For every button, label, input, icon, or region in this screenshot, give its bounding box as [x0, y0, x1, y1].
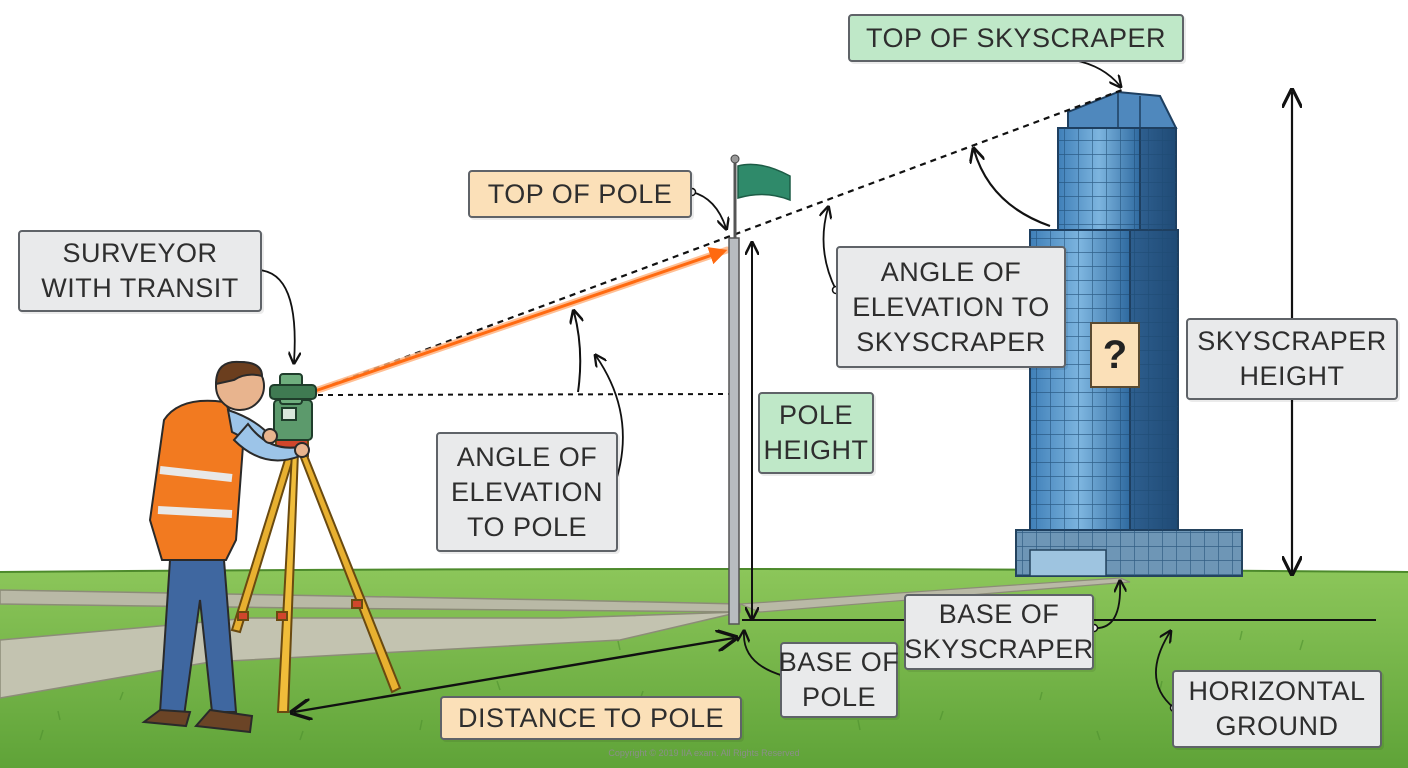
angle-arc-pole — [574, 312, 580, 393]
label-skyscraper-height: SKYSCRAPER HEIGHT — [1186, 318, 1398, 400]
label-top-of-pole: TOP OF POLE — [468, 170, 692, 218]
question-mark-badge: ? — [1090, 322, 1140, 388]
sight-line-pole — [311, 247, 728, 394]
label-angle-elevation-pole: ANGLE OF ELEVATION TO POLE — [436, 432, 618, 552]
surveyor-figure — [141, 360, 310, 734]
label-distance-to-pole: DISTANCE TO POLE — [440, 696, 742, 740]
label-pole-height: POLE HEIGHT — [758, 392, 874, 474]
sight-line-skyscraper — [311, 88, 1123, 394]
label-top-of-skyscraper: TOP OF SKYSCRAPER — [848, 14, 1184, 62]
label-horizontal-ground: HORIZONTAL GROUND — [1172, 670, 1382, 748]
label-angle-elevation-skyscraper: ANGLE OF ELEVATION TO SKYSCRAPER — [836, 246, 1066, 368]
horizontal-sight-line — [317, 393, 731, 396]
flag — [737, 163, 791, 202]
distance-arrow — [294, 638, 734, 712]
transit-instrument — [269, 373, 317, 441]
label-base-of-skyscraper: BASE OF SKYSCRAPER — [904, 594, 1094, 670]
label-base-of-pole: BASE OF POLE — [779, 642, 899, 718]
flagpole — [728, 154, 791, 625]
label-surveyor-with-transit: SURVEYOR WITH TRANSIT — [18, 230, 262, 312]
angle-arc-skyscraper — [974, 150, 1051, 228]
copyright-notice: Copyright © 2019 IIA exam. All Rights Re… — [608, 748, 800, 758]
